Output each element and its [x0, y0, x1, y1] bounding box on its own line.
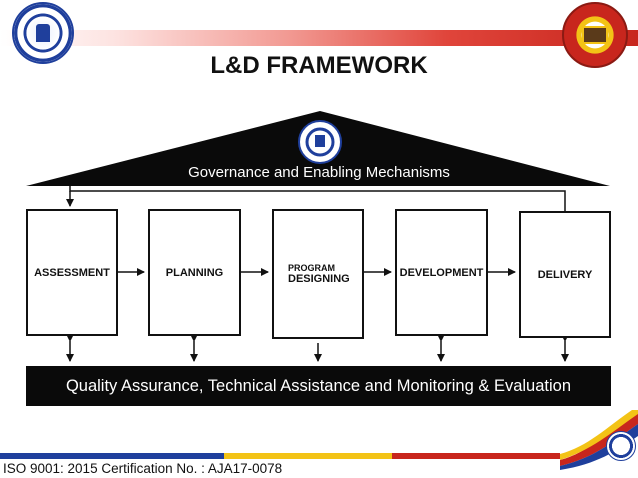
header-banner-stripe: [0, 30, 638, 46]
step-delivery: DELIVERY: [519, 211, 611, 338]
footer-deped-seal-icon: [606, 431, 636, 461]
top-connector: [69, 186, 566, 211]
certification-text: ISO 9001: 2015 Certification No. : AJA17…: [3, 461, 283, 476]
division-seal-icon: [562, 2, 628, 68]
step-label: DEVELOPMENT: [399, 266, 484, 279]
step-development: DEVELOPMENT: [395, 209, 488, 336]
foundation-bar: Quality Assurance, Technical Assistance …: [26, 366, 611, 406]
flag-ribbon-icon: [560, 410, 638, 470]
step-program-designing: PROGRAM DESIGNING: [272, 209, 364, 339]
deped-seal-icon: [12, 2, 74, 64]
seal-figure-icon: [36, 24, 50, 42]
step-assessment: ASSESSMENT: [26, 209, 118, 336]
roof-label: Governance and Enabling Mechanisms: [188, 164, 450, 181]
book-icon: [582, 26, 608, 44]
page-title: L&D FRAMEWORK: [210, 52, 428, 79]
step-label-line2: DESIGNING: [288, 273, 350, 285]
footer-stripe: [0, 453, 560, 459]
step-label: DELIVERY: [537, 268, 593, 281]
step-label: ASSESSMENT: [34, 266, 110, 279]
step-label-line1: PROGRAM: [288, 263, 335, 273]
foundation-label: Quality Assurance, Technical Assistance …: [65, 376, 572, 395]
step-label: PLANNING: [165, 266, 224, 279]
step-planning: PLANNING: [148, 209, 241, 336]
